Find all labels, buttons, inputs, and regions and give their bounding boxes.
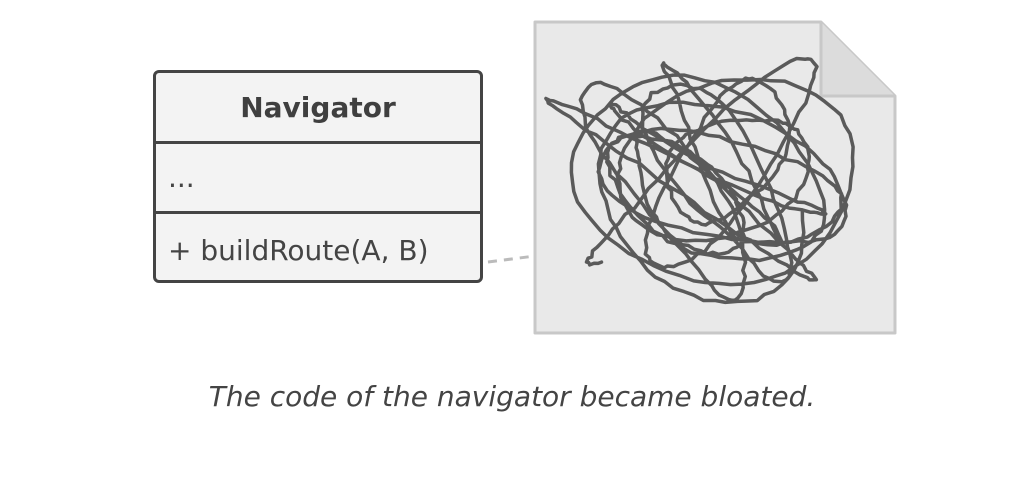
class-name: Navigator xyxy=(156,73,480,144)
class-fields: ... xyxy=(156,144,480,214)
navigator-class-box: Navigator ... + buildRoute(A, B) xyxy=(153,70,483,283)
scribble-path xyxy=(544,56,855,305)
figure-caption: The code of the navigator became bloated… xyxy=(208,380,816,413)
dashed-connector xyxy=(487,254,536,264)
class-methods: + buildRoute(A, B) xyxy=(168,233,429,267)
note-folded-corner xyxy=(819,22,895,98)
tangled-scribble-icon xyxy=(544,56,855,305)
